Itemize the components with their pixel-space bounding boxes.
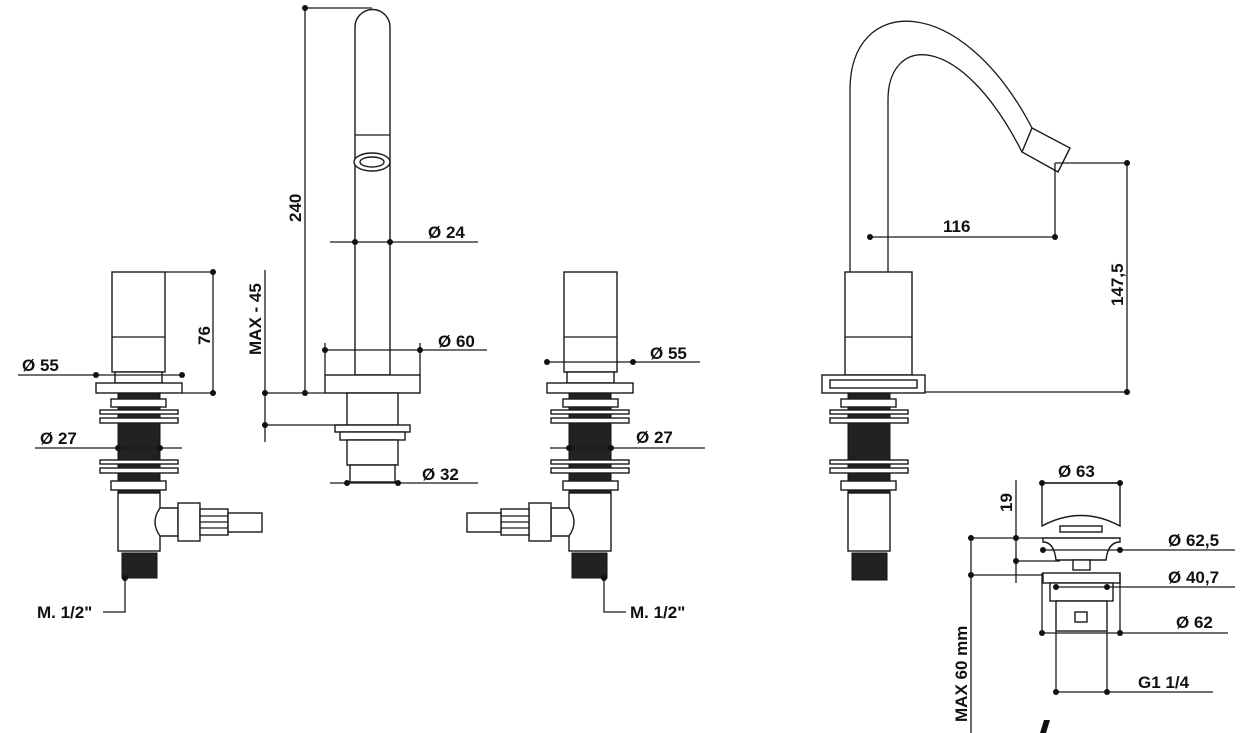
pop-up-drain: Ø 63 19 MAX 60 mm Ø 62,5 Ø 40,7 Ø 62 G1 … xyxy=(952,462,1235,733)
thread-label: G1 1/4 xyxy=(1138,673,1190,692)
flange-diameter-label: Ø 62,5 xyxy=(1168,531,1219,550)
spout-tube-diameter-label: Ø 24 xyxy=(428,223,465,242)
right-thread-diameter-label: Ø 27 xyxy=(636,428,673,447)
right-flange-diameter-label: Ø 55 xyxy=(650,344,687,363)
cap-height-label: 19 xyxy=(997,493,1016,512)
reach-label: 116 xyxy=(943,217,970,236)
left-height-label: 76 xyxy=(195,326,214,345)
spout-shank-diameter-label: Ø 32 xyxy=(422,465,459,484)
spout-base-diameter-label: Ø 60 xyxy=(438,332,475,351)
center-spout: 240 Ø 24 Ø 60 Ø 32 MAX - 45 xyxy=(246,5,487,486)
max-thickness-label: MAX 60 mm xyxy=(952,626,971,722)
deck-thickness-label: MAX - 45 xyxy=(246,283,265,355)
inner-diameter-label: Ø 40,7 xyxy=(1168,568,1219,587)
body-diameter-label: Ø 62 xyxy=(1176,613,1213,632)
gooseneck-faucet: 116 147,5 xyxy=(821,20,1130,581)
left-connection-label: M. 1/2" xyxy=(37,603,92,622)
right-connection-label: M. 1/2" xyxy=(630,603,685,622)
cropped-mark xyxy=(1040,720,1050,733)
cap-diameter-label: Ø 63 xyxy=(1058,462,1095,481)
right-valve: Ø 55 Ø 27 M. 1/2" xyxy=(466,271,705,622)
left-valve: Ø 55 76 Ø 27 M. 1/2" xyxy=(18,269,263,622)
spout-height-label: 240 xyxy=(286,194,305,222)
left-flange-diameter-label: Ø 55 xyxy=(22,356,59,375)
left-thread-diameter-label: Ø 27 xyxy=(40,429,77,448)
gooseneck-height-label: 147,5 xyxy=(1108,263,1127,306)
